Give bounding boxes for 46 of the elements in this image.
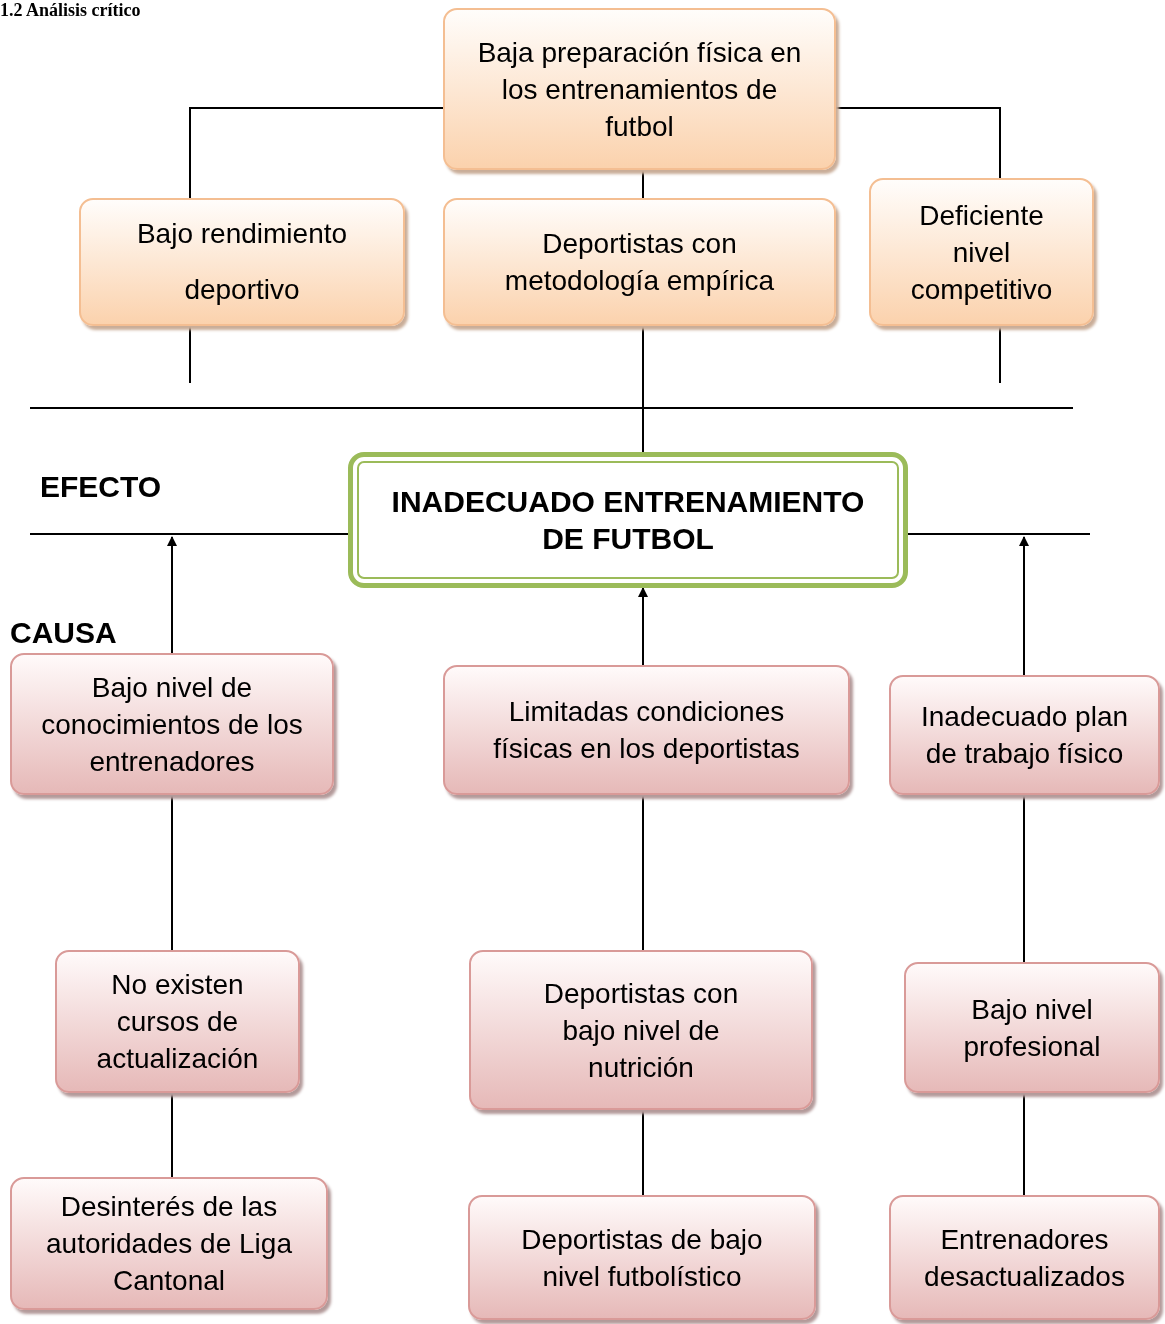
section-label: EFECTO [40, 470, 162, 504]
effect-box [443, 198, 836, 326]
connector-line [999, 325, 1001, 384]
connector-line [1023, 794, 1025, 963]
connector-line [642, 169, 644, 199]
section-label: CAUSA [10, 616, 117, 650]
box-text: Inadecuado plan de trabajo físico [919, 700, 1130, 771]
connector-line [642, 794, 644, 951]
effect-box [869, 178, 1094, 326]
box-text: Bajo nivel de conocimientos de los entrenadores [40, 670, 304, 779]
connector-line [171, 1092, 173, 1178]
box-text: Deportistas con metodología empírica [503, 227, 776, 298]
box-text: Entrenadores desactualizados [923, 1222, 1126, 1294]
arrow [1019, 536, 1029, 676]
box-text: Deficiente nivel competitivo [909, 198, 1054, 307]
box-text: Deportistas con bajo nivel de nutrición [542, 976, 740, 1085]
box-text: Desinterés de las autoridades de Liga Cantonal [45, 1190, 293, 1298]
connector-line [171, 794, 173, 951]
effect-box [443, 8, 836, 170]
cause-box [443, 665, 850, 795]
box-text: Bajo nivel profesional [962, 992, 1102, 1064]
arrow [638, 587, 648, 666]
connector-line [189, 107, 444, 199]
connector-line [1023, 1092, 1025, 1196]
connector-line [189, 325, 191, 384]
cause-box [10, 1177, 328, 1310]
effect-box [79, 198, 405, 326]
connector-line [835, 107, 1001, 179]
arrow [167, 536, 177, 654]
box-text: Limitadas condiciones físicas en los deportistas [492, 695, 801, 766]
cause-box [55, 950, 300, 1093]
problem-box [348, 452, 908, 588]
cause-box [889, 1195, 1160, 1320]
connector-line [642, 325, 644, 453]
connector-line [642, 1109, 644, 1196]
cause-box [10, 653, 334, 795]
cause-box [889, 675, 1160, 795]
box-text: INADECUADO ENTRENAMIENTO DE FUTBOL [390, 484, 866, 557]
box-text: Bajo rendimiento deportivo [135, 217, 349, 307]
cause-box [469, 950, 813, 1110]
box-text: Deportistas de bajo nivel futbolístico [520, 1222, 764, 1294]
heading: 1.2 Análisis crítico [0, 0, 141, 21]
box-text: Baja preparación física en los entrenamientos de futbol [476, 35, 803, 144]
cause-box [468, 1195, 816, 1320]
box-text: No existen cursos de actualización [95, 968, 260, 1076]
cause-box [904, 962, 1160, 1093]
